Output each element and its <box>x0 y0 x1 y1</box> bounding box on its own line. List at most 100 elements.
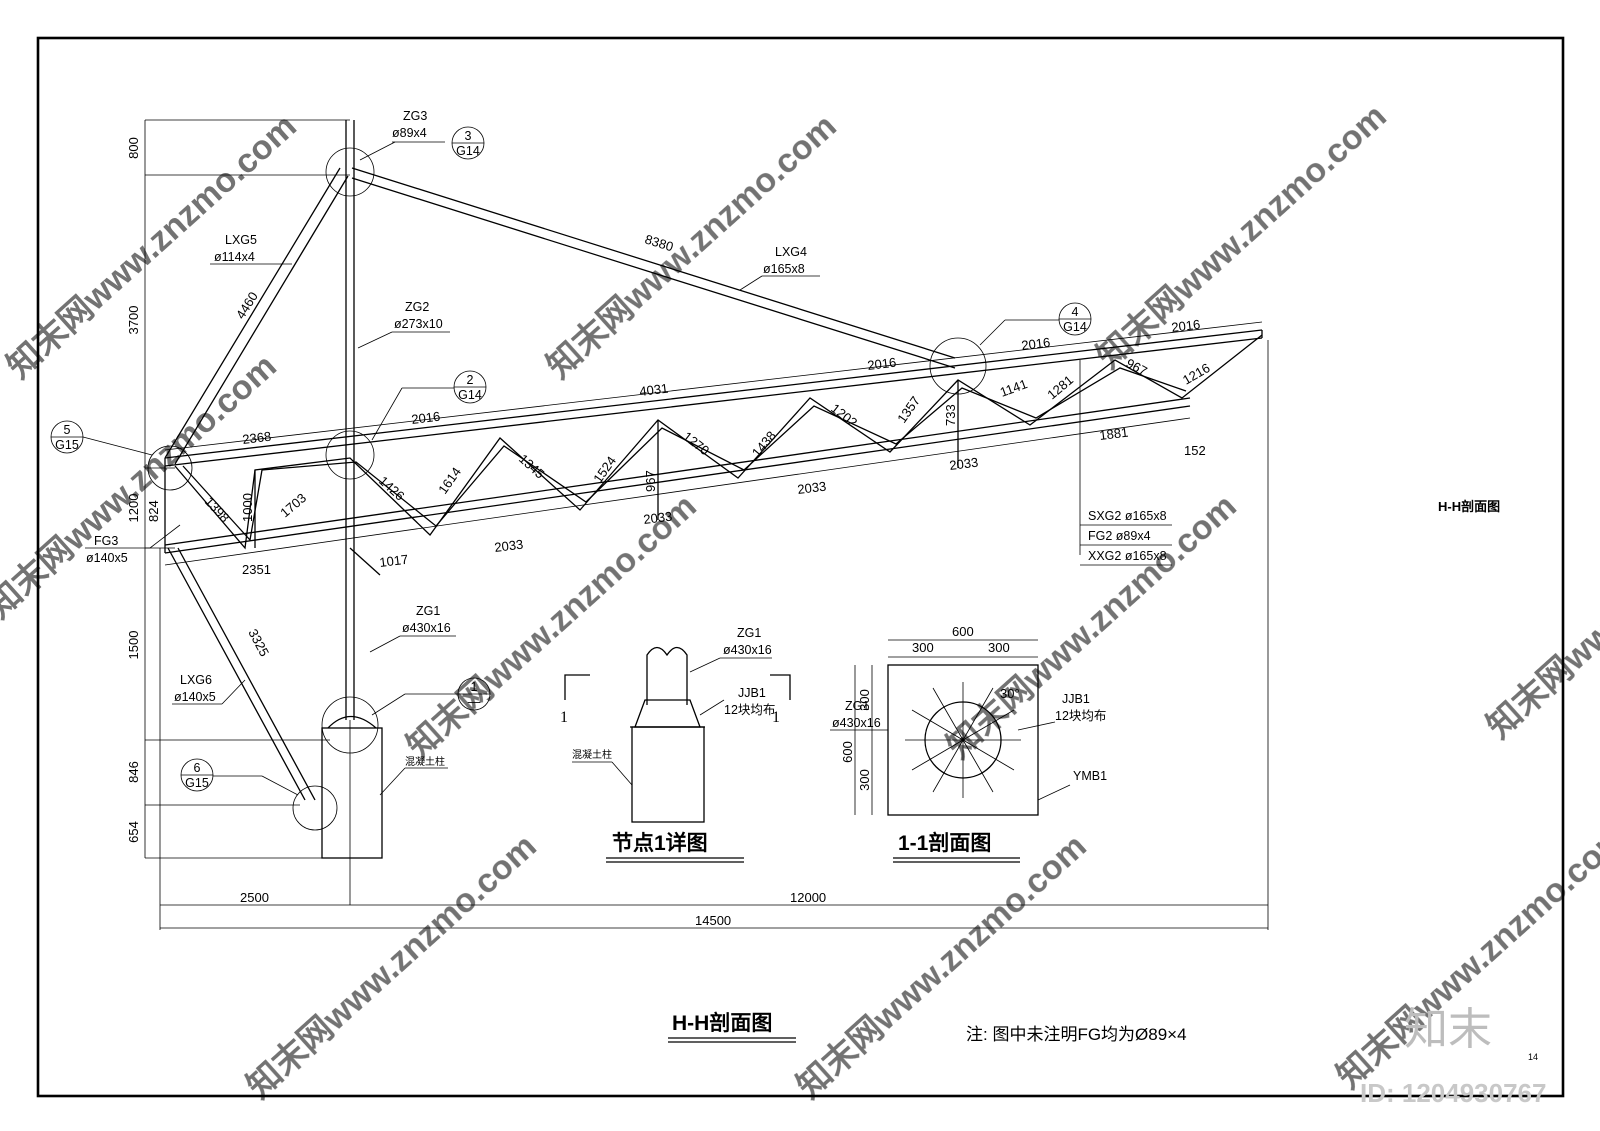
dim-top: 2016 <box>867 355 898 373</box>
dim-web: 1216 <box>1180 360 1213 387</box>
sheet-border <box>36 36 1565 1098</box>
section-mark-right: 1 <box>772 709 780 726</box>
dim-top: 2016 <box>411 409 442 427</box>
dim-web: 1281 <box>1044 372 1076 402</box>
member-legend-table: SXG2 ø165x8 FG2 ø89x4 XXG2 ø165x8 <box>1080 509 1172 566</box>
dim-300-a: 300 <box>912 640 934 655</box>
dim-bottom: 1017 <box>379 552 410 570</box>
dim-14500: 14500 <box>695 913 731 928</box>
detail-1: 1 1 混凝土柱 ZG1 ø430x16 JJB1 12块均布 节点1详图 <box>560 626 791 863</box>
dim-300-c: 300 <box>857 689 872 711</box>
dim-top: 2016 <box>1021 335 1052 353</box>
zg1-spec: ø430x16 <box>402 621 451 635</box>
lxg6-spec: ø140x5 <box>174 690 216 704</box>
svg-text:G14: G14 <box>456 144 480 158</box>
fg3-name: FG3 <box>94 534 118 548</box>
callout-2[interactable]: 2 G14 <box>371 370 487 441</box>
callout-6[interactable]: 6 G15 <box>180 758 299 796</box>
svg-text:G14: G14 <box>458 388 482 402</box>
dim-bottom: 152 <box>1184 443 1206 458</box>
dim-12000: 12000 <box>790 890 826 905</box>
watermark-text: 知末网www.znzmo.com <box>1090 97 1394 376</box>
dim-800: 800 <box>126 137 141 159</box>
dim-bottom: 2033 <box>494 537 525 555</box>
dim-web: 1398 <box>202 494 233 525</box>
zg3-name: ZG3 <box>403 109 427 123</box>
lxg4-member <box>351 167 956 359</box>
dim-web: 1270 <box>680 429 712 459</box>
dim-600-top: 600 <box>952 624 974 639</box>
lxg4-name: LXG4 <box>775 245 807 259</box>
svg-text:G14: G14 <box>1063 320 1087 334</box>
node-4-circle <box>929 337 987 395</box>
svg-text:1: 1 <box>471 680 478 694</box>
dim-bottom: 2033 <box>949 455 980 473</box>
watermark-text: 知末网www.znzmo.com <box>240 827 544 1106</box>
section-1-1-title: 1-1剖面图 <box>898 831 991 855</box>
drawing-note: 注: 图中未注明FG均为Ø89×4 <box>966 1025 1187 1044</box>
dim-web: 733 <box>943 404 958 426</box>
main-title: H-H剖面图 <box>672 1011 772 1035</box>
zg2-name: ZG2 <box>405 300 429 314</box>
dim-web: 1438 <box>749 428 779 460</box>
watermark-text: 知末网www.znzmo.com <box>0 107 304 386</box>
dim-web: 967 <box>643 470 658 492</box>
dim-300-b: 300 <box>988 640 1010 655</box>
detail-zg1-spec: ø430x16 <box>723 643 772 657</box>
page-number: 14 <box>1528 1052 1538 1062</box>
watermark-text: 知末网www.znzmo.com <box>790 827 1094 1106</box>
callout-5[interactable]: 5 G15 <box>50 420 153 456</box>
callout-1[interactable]: 1 — <box>371 677 491 716</box>
lxg5-name: LXG5 <box>225 233 257 247</box>
svg-text:G15: G15 <box>55 438 79 452</box>
truss-web <box>174 334 1263 550</box>
logo-text: 知末 <box>1404 1005 1492 1054</box>
svg-text:6: 6 <box>194 761 201 775</box>
fg3-spec: ø140x5 <box>86 551 128 565</box>
dim-bottom: 2033 <box>643 509 674 527</box>
concrete-label: 混凝土柱 <box>405 755 445 768</box>
zg2-spec: ø273x10 <box>394 317 443 331</box>
sec-jjb1-note: 12块均布 <box>1055 709 1106 723</box>
sec-jjb1-name: JJB1 <box>1062 692 1090 706</box>
dim-web: 1703 <box>277 490 309 520</box>
dim-3325: 3325 <box>245 626 272 659</box>
dim-top: 4031 <box>639 381 670 399</box>
dim-web: 1000 <box>240 493 255 522</box>
lxg4-spec: ø165x8 <box>763 262 805 276</box>
base-plate <box>887 664 1039 816</box>
lxg6-member <box>167 547 306 801</box>
dim-1500: 1500 <box>126 631 141 660</box>
svg-text:G15: G15 <box>185 776 209 790</box>
watermark-text: 知末网www.znzmo.com <box>0 347 284 626</box>
lxg5-spec: ø114x4 <box>214 250 255 264</box>
zg1-name: ZG1 <box>416 604 440 618</box>
node-6-circle <box>292 785 338 831</box>
detail-concrete-label: 混凝土柱 <box>572 748 612 761</box>
svg-text:2: 2 <box>467 373 474 387</box>
ymb1-label: YMB1 <box>1073 769 1107 783</box>
dim-654: 654 <box>126 821 141 843</box>
callout-3[interactable]: 3 G14 <box>451 126 485 160</box>
lxg5-member <box>164 167 341 459</box>
watermark-text: 知末网www.znzmo.com <box>1330 817 1600 1096</box>
section-1-1: 600 300 300 600 300 300 30° ZG1 ø430x16 … <box>830 624 1107 863</box>
svg-text:—: — <box>468 695 481 709</box>
dim-600-left: 600 <box>840 741 855 763</box>
callout-4[interactable]: 4 G14 <box>979 302 1092 346</box>
dim-bottom: 2033 <box>797 479 828 497</box>
section-mark-left: 1 <box>560 709 568 726</box>
sec-zg1-name: ZG1 <box>845 699 869 713</box>
dim-top: 2016 <box>1171 317 1202 335</box>
dim-3700: 3700 <box>126 306 141 335</box>
dim-824: 824 <box>146 500 161 522</box>
sec-zg1-spec: ø430x16 <box>832 716 881 730</box>
detail-jjb1-name: JJB1 <box>738 686 766 700</box>
legend-row: SXG2 ø165x8 <box>1088 509 1167 523</box>
node-5-circle <box>147 445 193 491</box>
dim-top: 2368 <box>242 429 273 447</box>
rib-lines <box>905 682 1021 798</box>
main-section: 800 3700 1200 1500 846 654 <box>50 109 1269 930</box>
dim-846: 846 <box>126 761 141 783</box>
